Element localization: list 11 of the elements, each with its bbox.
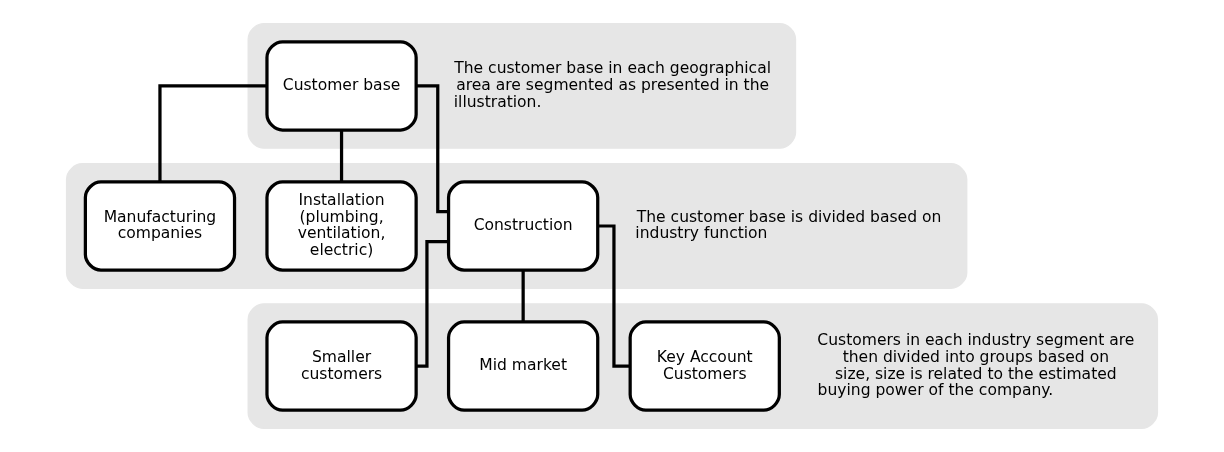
node-box: Key Account Customers xyxy=(628,320,781,412)
node-box: Customer base xyxy=(265,40,418,132)
connector xyxy=(598,224,630,368)
node-box: Mid market xyxy=(446,320,600,412)
node-box: Construction xyxy=(446,180,600,272)
node-box: Manufacturing companies xyxy=(83,180,237,272)
connector xyxy=(158,84,267,182)
node-box: Installation (plumbing, ventilation, electric) xyxy=(265,180,418,272)
connector xyxy=(339,130,344,182)
connector xyxy=(521,270,525,322)
node-box: Smaller customers xyxy=(265,320,418,412)
